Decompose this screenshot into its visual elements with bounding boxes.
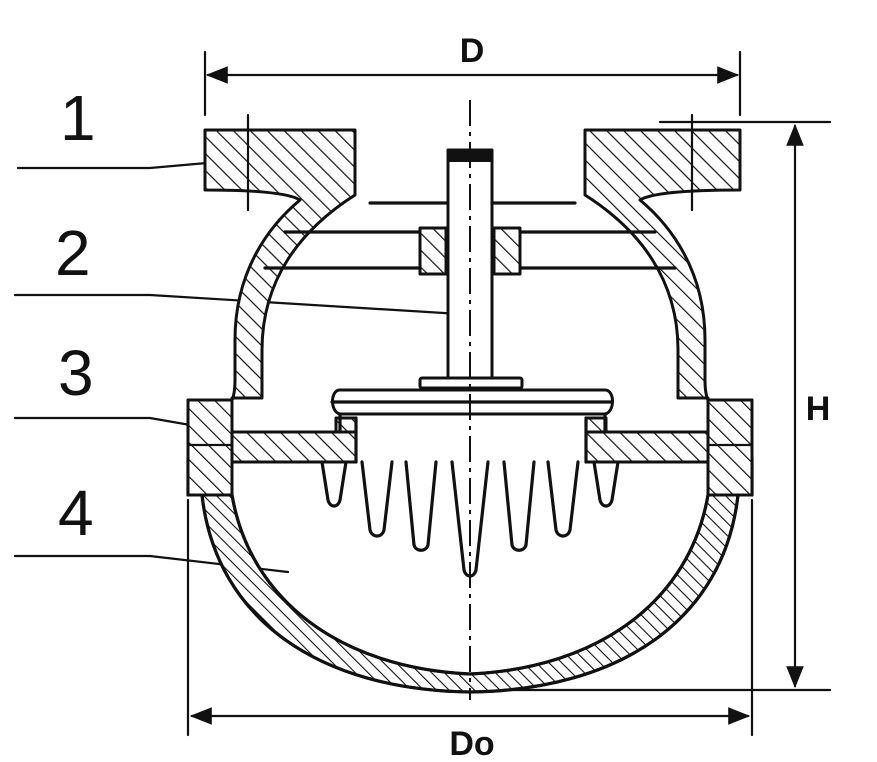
dim-d-label: D xyxy=(460,32,485,70)
dimension-d: D xyxy=(203,32,742,117)
guide-bushing xyxy=(418,226,522,276)
strainer-teeth xyxy=(320,460,620,578)
part-4-number: 4 xyxy=(58,477,94,549)
dim-do-label: Do xyxy=(449,725,494,762)
part-1-number: 1 xyxy=(60,82,96,154)
part-callouts: 1 2 3 4 xyxy=(13,82,462,574)
dim-h-label: H xyxy=(806,390,831,428)
dimension-h: H xyxy=(468,120,832,692)
part-3-number: 3 xyxy=(58,337,94,409)
part-2-number: 2 xyxy=(55,217,91,289)
seat-plate xyxy=(230,416,710,464)
valve-disc xyxy=(330,376,614,434)
dimension-do: Do xyxy=(186,498,754,762)
